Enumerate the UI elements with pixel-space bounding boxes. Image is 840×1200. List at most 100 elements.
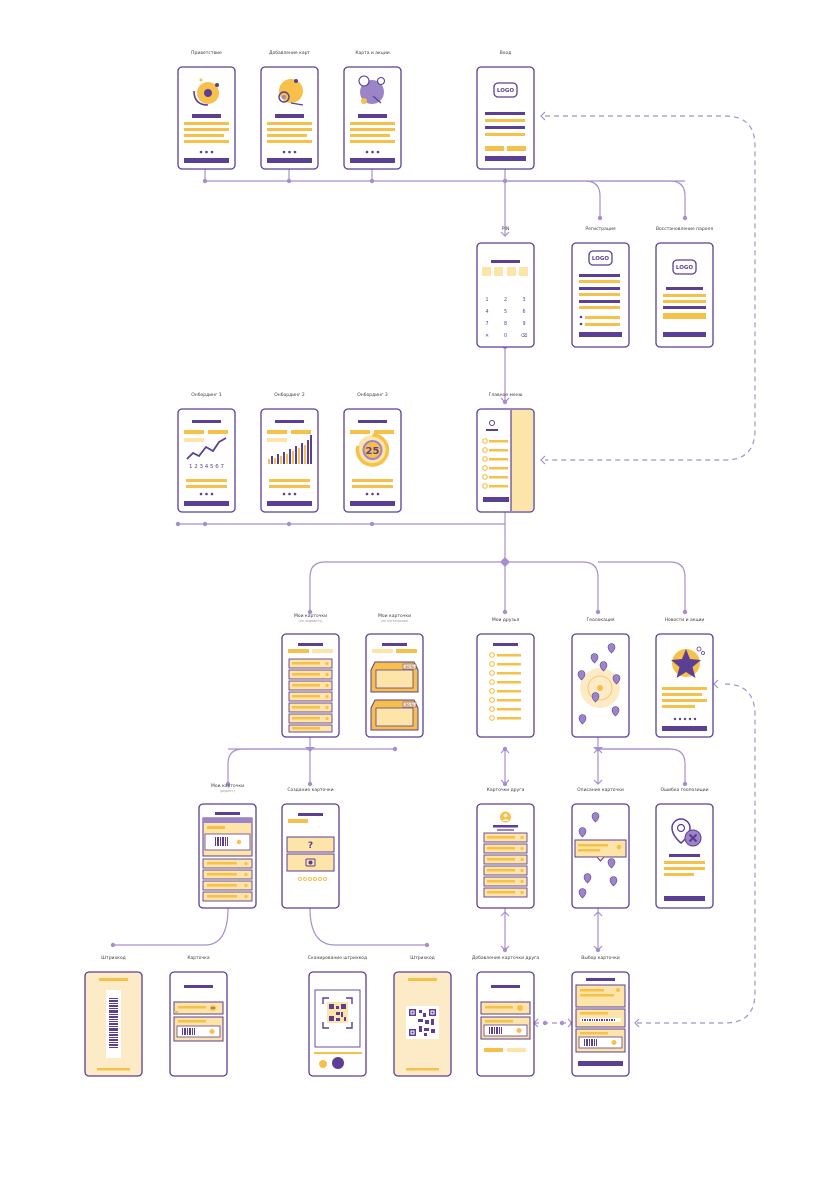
barcode-icon — [489, 1027, 502, 1034]
screen-my-friends[interactable]: Мои друзья — [476, 617, 535, 738]
star-icon — [671, 646, 705, 678]
screen-label: PIN — [502, 226, 509, 232]
pin-key[interactable]: 9 — [522, 321, 525, 327]
screen-registration[interactable]: Регистрация LOGO — [571, 226, 630, 348]
screen-label: Новости и акции — [665, 617, 705, 623]
menu-items[interactable] — [482, 438, 508, 489]
screen-news-promos[interactable]: Новости и акции — [655, 617, 714, 738]
editable-card-list[interactable] — [202, 858, 253, 902]
screen-card[interactable]: Карточка — [169, 955, 228, 1077]
pin-key-cancel[interactable]: ✕ — [485, 333, 489, 339]
screen-welcome[interactable]: Приветствие — [177, 50, 236, 170]
next-button[interactable] — [267, 501, 312, 506]
logo-text: LOGO — [592, 256, 609, 262]
pin-key-backspace[interactable]: ⌫ — [521, 333, 528, 339]
step-dots — [298, 877, 327, 881]
pin-key[interactable]: 8 — [504, 321, 507, 327]
pin-key[interactable]: 0 — [504, 333, 507, 339]
register-button[interactable] — [485, 146, 504, 151]
screen-map-promos[interactable]: Карта и акции — [343, 50, 402, 170]
screen-geo-error[interactable]: Ошибка геопозиции — [655, 787, 714, 909]
location-pin-icon[interactable] — [578, 812, 618, 899]
pin-key[interactable]: 2 — [504, 297, 507, 303]
pin-key[interactable]: 1 — [485, 297, 488, 303]
screen-main-menu[interactable]: Главное меню — [476, 392, 535, 513]
next-button[interactable] — [267, 158, 312, 163]
cancel-button[interactable] — [484, 1048, 503, 1052]
menu-action-button[interactable] — [483, 497, 509, 502]
connector-branch-news — [598, 561, 686, 612]
screen-my-cards-alphabetical[interactable]: Мои карточки (по алфавиту) — [281, 613, 340, 738]
screen-password-restore[interactable]: Восстановление пароля LOGO — [655, 226, 714, 348]
barcode-icon — [182, 1028, 195, 1035]
screen-barcode[interactable]: Штрихкод — [84, 955, 143, 1077]
screen-label: Описание карточки — [577, 787, 624, 793]
screen-onboarding-1[interactable]: Онбординг 1 1 2 3 4 5 6 7 — [177, 392, 236, 513]
next-button[interactable] — [184, 501, 229, 506]
screen-sublabel: (по алфавиту) — [299, 619, 323, 623]
screen-label: Мои карточки — [294, 613, 327, 619]
password-field[interactable] — [485, 126, 525, 129]
screen-label: Карточки друга — [487, 787, 525, 793]
login-field[interactable] — [485, 112, 525, 115]
screen-pin[interactable]: PIN 1 2 3 4 5 6 7 8 9 ✕ 0 ⌫ — [476, 226, 535, 348]
shutter-button[interactable] — [332, 1057, 344, 1069]
pin-key[interactable]: 4 — [485, 309, 488, 315]
chart-axis-numbers: 1 2 3 4 5 6 7 — [189, 464, 224, 470]
login-button[interactable] — [485, 156, 526, 161]
gallery-button[interactable] — [319, 1060, 327, 1068]
location-pin-icon[interactable] — [577, 643, 621, 725]
screen-friend-cards[interactable]: Карточки друга — [476, 787, 535, 909]
screen-geolocation[interactable]: Геолокация — [571, 617, 630, 738]
pin-key[interactable]: 3 — [522, 297, 525, 303]
screen-qr-code[interactable]: Штрихкод — [393, 955, 452, 1077]
screen-onboarding-3[interactable]: Онбординг 3 25 — [343, 392, 402, 513]
logo-badge — [493, 82, 518, 98]
pin-key[interactable]: 5 — [504, 309, 507, 315]
logo-badge — [672, 259, 697, 275]
screen-card-select[interactable]: Выбор карточки — [571, 955, 630, 1077]
screen-label: Регистрация — [585, 226, 615, 232]
select-button[interactable] — [578, 1061, 623, 1066]
friend-list[interactable] — [489, 652, 521, 721]
restore-button[interactable] — [507, 146, 526, 151]
screen-create-card[interactable]: Создание карточки ? — [281, 787, 340, 909]
friend-card-list[interactable] — [483, 832, 528, 898]
add-button[interactable] — [507, 1048, 526, 1052]
camera-icon[interactable] — [305, 858, 316, 867]
screen-qr-scan[interactable]: Сканирование штрихкод — [308, 955, 367, 1077]
restore-button[interactable] — [663, 332, 706, 337]
connector-branch-geo — [505, 561, 599, 612]
screen-my-cards-edit[interactable]: Мои карточки (редакт.) — [198, 783, 257, 909]
progress-value: 25 — [366, 446, 380, 457]
card-list[interactable] — [288, 658, 333, 733]
next-button[interactable] — [184, 158, 229, 163]
map-view[interactable] — [580, 668, 620, 708]
category-card-2[interactable]: 20 % — [370, 699, 419, 731]
next-button[interactable] — [350, 158, 395, 163]
connector-create-to-scan — [309, 907, 427, 946]
screen-login[interactable]: Вход LOGO — [476, 50, 535, 170]
pin-keypad[interactable]: 1 2 3 4 5 6 7 8 9 ✕ 0 ⌫ — [485, 297, 528, 339]
screen-my-cards-category[interactable]: Мои карточки (по категориям) 20 % 20 % — [365, 613, 424, 738]
pin-key[interactable]: 6 — [522, 309, 525, 315]
pin-key[interactable]: 7 — [485, 321, 488, 327]
screen-onboarding-2[interactable]: Онбординг 2 — [260, 392, 319, 513]
screen-add-friend-card[interactable]: Добавление карточки друга — [472, 955, 540, 1077]
screen-label: Геолокация — [586, 617, 614, 623]
retry-button[interactable] — [664, 896, 705, 901]
screen-add-cards[interactable]: Добавление карт — [260, 50, 319, 170]
more-button[interactable] — [662, 726, 707, 731]
barcode-icon — [215, 837, 228, 846]
screen-label: Восстановление пароля — [656, 226, 713, 232]
screen-label: Мои карточки — [211, 783, 244, 789]
register-button[interactable] — [579, 332, 622, 337]
category-card-1[interactable]: 20 % — [370, 661, 419, 693]
logo-badge — [588, 250, 613, 266]
next-button[interactable] — [350, 501, 395, 506]
card-popup[interactable] — [574, 839, 627, 862]
selectable-card-stack[interactable] — [575, 984, 626, 1053]
screen-card-description[interactable]: Описание карточки — [571, 787, 630, 909]
screen-label: Мои карточки — [378, 613, 411, 619]
